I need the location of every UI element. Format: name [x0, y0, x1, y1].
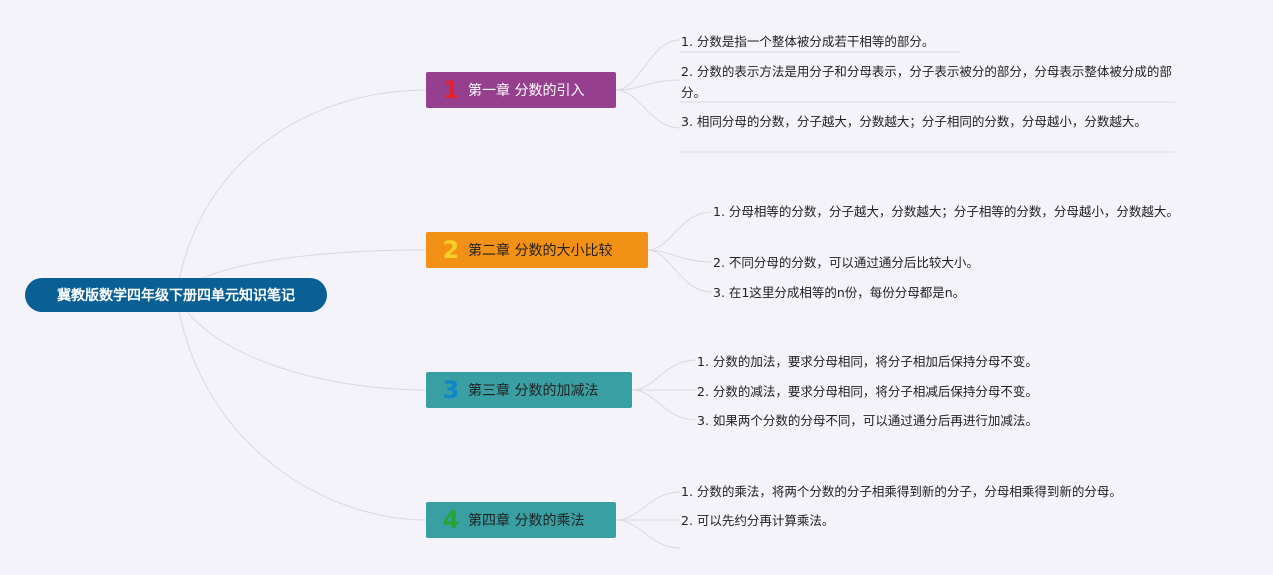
leaf-node[interactable]: 2. 分数的表示方法是用分子和分母表示，分子表示被分的部分，分母表示整体被分成的… [681, 64, 1172, 100]
leaf-node[interactable]: 3. 如果两个分数的分母不同，可以通过通分后再进行加减法。 [697, 413, 1038, 428]
chapter-node-4[interactable]: 4 第四章 分数的乘法 [426, 502, 616, 538]
link-ch2-leaf3 [647, 249, 713, 293]
leaf-node[interactable]: 1. 分数的乘法，将两个分数的分子相乘得到新的分子，分母相乘得到新的分母。 [681, 484, 1122, 499]
link-root-ch4 [175, 294, 427, 521]
root-node[interactable]: 冀教版数学四年级下册四单元知识笔记 [25, 278, 327, 312]
leaf-node[interactable]: 1. 分数的加法，要求分母相同，将分子相加后保持分母不变。 [697, 354, 1038, 369]
chapter-node-2[interactable]: 2 第二章 分数的大小比较 [426, 232, 648, 268]
leaf-node[interactable]: 3. 在1这里分成相等的n份，每份分母都是n。 [713, 285, 966, 300]
chapter-number-icon: 1 [442, 76, 460, 104]
link-ch1-leaf3 [615, 89, 681, 129]
leaf-node[interactable]: 2. 不同分母的分数，可以通过通分后比较大小。 [713, 255, 979, 270]
chapter-title: 第四章 分数的乘法 [468, 513, 585, 529]
link-ch2-leaf2 [647, 249, 713, 263]
chapter-number-icon: 2 [442, 236, 460, 264]
leaf-node[interactable]: 1. 分数是指一个整体被分成若干相等的部分。 [681, 34, 935, 49]
link-root-ch1 [175, 89, 427, 296]
link-ch4-leaf1 [615, 491, 681, 521]
link-ch3-leaf3 [631, 389, 697, 421]
leaf-node[interactable]: 2. 分数的减法，要求分母相同，将分子相减后保持分母不变。 [697, 384, 1038, 399]
chapter-title: 第三章 分数的加减法 [468, 383, 599, 399]
chapter-title: 第二章 分数的大小比较 [468, 243, 613, 259]
link-ch3-leaf1 [631, 359, 697, 391]
leaf-node[interactable]: 3. 相同分母的分数，分子越大，分数越大；分子相同的分数，分母越小，分数越大。 [681, 114, 1147, 129]
chapter-title: 第一章 分数的引入 [468, 83, 585, 99]
leaf-node[interactable]: 1. 分母相等的分数，分子越大，分数越大；分子相等的分数，分母越小，分数越大。 [713, 204, 1179, 219]
leaf-node[interactable]: 2. 可以先约分再计算乘法。 [681, 513, 835, 528]
chapter-number-icon: 3 [442, 376, 460, 404]
link-ch2-leaf1 [647, 211, 713, 251]
link-ch1-leaf1 [615, 39, 681, 91]
link-root-ch3 [175, 294, 427, 391]
link-ch1-leaf2 [615, 79, 681, 91]
chapter-number-icon: 4 [442, 506, 460, 534]
chapter-node-1[interactable]: 1 第一章 分数的引入 [426, 72, 616, 108]
chapter-node-3[interactable]: 3 第三章 分数的加减法 [426, 372, 632, 408]
